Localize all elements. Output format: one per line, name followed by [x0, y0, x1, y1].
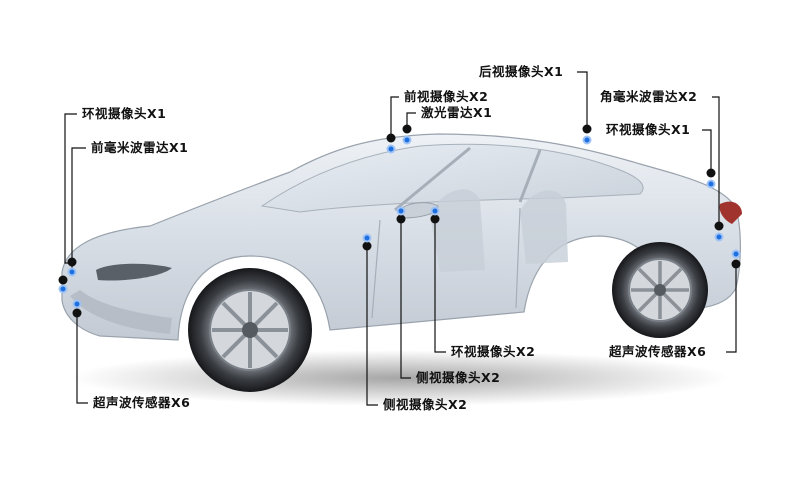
sensor-front-view-camera	[386, 144, 396, 154]
anchor-front-ultrasonic	[72, 308, 82, 318]
car-headlight	[96, 263, 172, 281]
label-corner-mmwave-radar: 角毫米波雷达X2	[600, 89, 698, 104]
label-front-ultrasonic: 超声波传感器X6	[93, 395, 191, 410]
anchor-side-view-camera-b	[362, 241, 372, 251]
sensor-front-ultrasonic	[72, 299, 82, 309]
sensor-rear-ultrasonic	[731, 249, 741, 259]
leader-rear-surround-camera	[702, 129, 712, 173]
sensor-dots	[58, 135, 741, 309]
anchor-front-surround-camera	[58, 275, 68, 285]
anchor-rear-view-camera	[582, 124, 592, 134]
sensor-side-view-camera-b	[362, 233, 372, 243]
label-lidar: 激光雷达X1	[421, 105, 493, 120]
leader-side-view-camera-a	[400, 219, 411, 379]
leader-front-surround-camera	[64, 113, 77, 264]
car-side-mirror	[397, 202, 439, 219]
car-interior	[430, 189, 568, 272]
label-side-surround-camera: 环视摄像头X2	[451, 344, 536, 359]
leader-rear-ultrasonic	[726, 264, 737, 353]
label-side-view-camera-a: 侧视摄像头X2	[416, 370, 501, 385]
anchor-front-view-camera	[386, 133, 396, 143]
car-a-pillar	[394, 146, 471, 212]
leader-corner-mmwave-radar	[712, 96, 720, 226]
label-front-mmwave-radar: 前毫米波雷达X1	[91, 140, 189, 155]
leader-side-surround-camera	[434, 219, 446, 353]
leader-front-ultrasonic	[76, 313, 88, 404]
leader-lidar	[406, 112, 416, 129]
anchor-dots	[58, 124, 741, 318]
sensor-rear-view-camera	[582, 135, 592, 145]
label-rear-ultrasonic: 超声波传感器X6	[609, 344, 707, 359]
car-door-lines	[371, 207, 521, 319]
leader-front-view-camera	[390, 96, 399, 138]
label-front-surround-camera: 环视摄像头X1	[82, 106, 167, 121]
sensor-side-view-camera-a	[396, 206, 406, 216]
anchor-lidar	[402, 124, 412, 134]
anchor-rear-ultrasonic	[731, 259, 741, 269]
sensor-side-surround-camera	[430, 206, 440, 216]
sensor-front-mmwave-radar	[67, 267, 77, 277]
anchor-side-view-camera-a	[396, 214, 406, 224]
label-rear-view-camera: 后视摄像头X1	[479, 64, 564, 79]
anchor-rear-surround-camera	[706, 168, 716, 178]
leader-lines	[64, 71, 737, 406]
leader-side-view-camera-b	[366, 246, 378, 406]
sensor-lidar	[402, 135, 412, 145]
car-taillight	[719, 201, 742, 224]
sensor-rear-surround-camera	[706, 179, 716, 189]
car-front-bumper	[70, 290, 172, 334]
anchor-corner-mmwave-radar	[714, 221, 724, 231]
front-wheel	[188, 268, 312, 392]
anchor-side-surround-camera	[430, 214, 440, 224]
label-front-view-camera: 前视摄像头X2	[404, 89, 489, 104]
car-b-pillar	[518, 149, 542, 203]
rear-wheel	[612, 242, 708, 338]
leader-front-mmwave-radar	[71, 147, 86, 271]
anchor-front-mmwave-radar	[67, 257, 77, 267]
label-side-view-camera-b: 侧视摄像头X2	[383, 397, 468, 412]
sensor-front-surround-camera	[58, 284, 68, 294]
sensor-corner-mmwave-radar	[714, 232, 724, 242]
label-rear-surround-camera: 环视摄像头X1	[606, 122, 691, 137]
leader-rear-view-camera	[577, 71, 588, 129]
